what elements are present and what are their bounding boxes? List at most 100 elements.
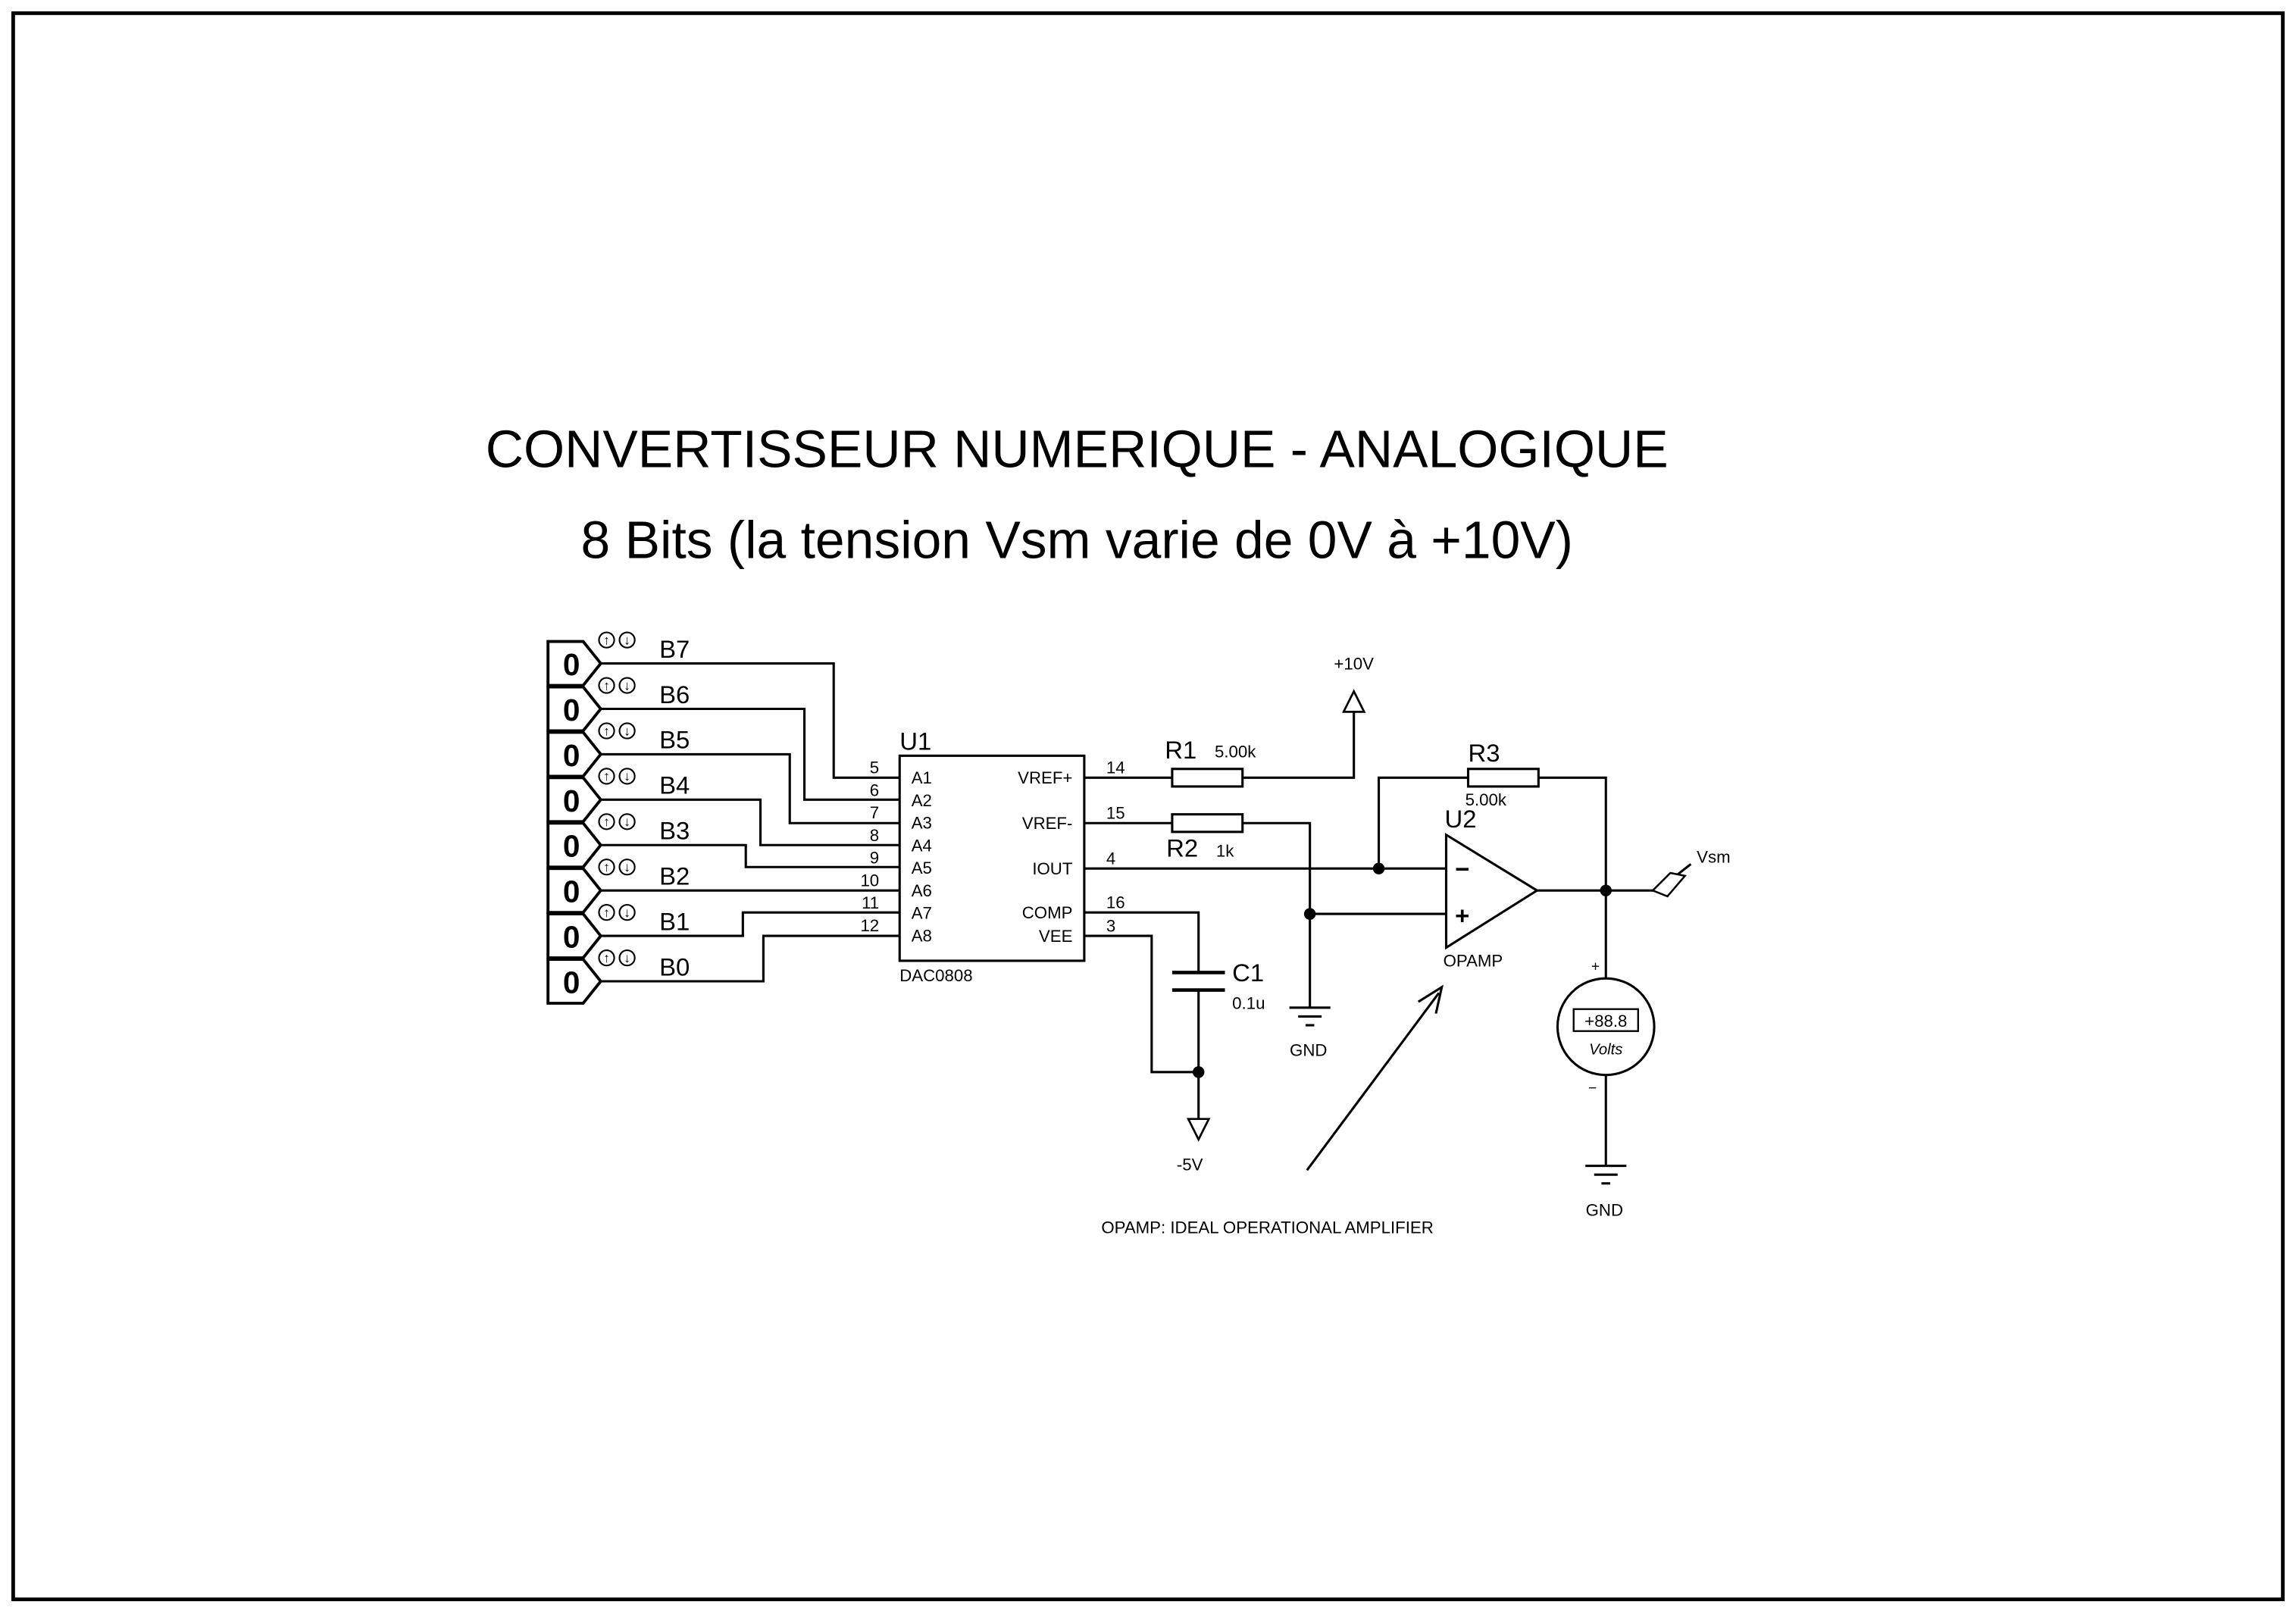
logic-input-b3[interactable]: 0↑↓B3 bbox=[546, 813, 690, 869]
wire-feedback-left bbox=[1378, 776, 1469, 869]
toggle-down-icon-ring[interactable] bbox=[618, 949, 636, 967]
toggle-down-icon-glyph: ↓ bbox=[624, 905, 630, 920]
toggle-down-icon[interactable]: ↓ bbox=[618, 859, 636, 876]
toggle-down-icon[interactable]: ↓ bbox=[618, 904, 636, 921]
u1-pin-name: A1 bbox=[912, 768, 932, 787]
u1-pin-name: COMP bbox=[1022, 903, 1073, 922]
title-line-2: 8 Bits (la tension Vsm varie de 0V à +10… bbox=[581, 510, 1573, 569]
logic-input-b6[interactable]: 0↑↓B6 bbox=[546, 677, 690, 733]
logic-input-b7[interactable]: 0 ↑↓ B7 bbox=[546, 631, 690, 687]
logic-input-value: 0 bbox=[563, 647, 580, 682]
toggle-up-icon[interactable]: ↑ bbox=[598, 722, 615, 740]
logic-input-value: 0 bbox=[563, 784, 580, 818]
toggle-up-icon-glyph: ↑ bbox=[603, 905, 610, 920]
toggle-up-icon-glyph: ↑ bbox=[603, 859, 610, 874]
vplus-label: +10V bbox=[1334, 654, 1374, 673]
toggle-up-icon-ring[interactable] bbox=[598, 677, 615, 694]
wire-r1-vplus bbox=[1242, 712, 1356, 779]
annotation: OPAMP: IDEAL OPERATIONAL AMPLIFIER bbox=[1101, 984, 1444, 1237]
junction-vee bbox=[1192, 1066, 1205, 1078]
wire-b0 bbox=[600, 934, 900, 983]
logic-input-label: B6 bbox=[659, 680, 690, 708]
toggle-up-icon[interactable]: ↑ bbox=[598, 677, 615, 694]
u1-pin-number: 16 bbox=[1106, 893, 1125, 912]
toggle-down-icon[interactable]: ↓ bbox=[618, 813, 636, 830]
logic-input-body[interactable] bbox=[546, 730, 603, 778]
logic-input-b1[interactable]: 0↑↓B1 bbox=[546, 904, 690, 960]
logic-input-body[interactable] bbox=[546, 685, 603, 733]
c1-ref: C1 bbox=[1232, 959, 1264, 987]
toggle-down-icon-ring[interactable] bbox=[618, 813, 636, 830]
u1-pin-number: 3 bbox=[1106, 916, 1115, 935]
toggle-up-icon-ring[interactable] bbox=[598, 631, 615, 649]
sheet-border bbox=[11, 11, 2285, 1602]
u1-pin-number: 10 bbox=[860, 871, 879, 890]
opamp-symbol bbox=[1444, 832, 1540, 950]
voltmeter-readout: +88.8 bbox=[1584, 1012, 1627, 1031]
toggle-up-icon-ring[interactable] bbox=[598, 722, 615, 740]
u1-pin-name: VREF- bbox=[1022, 814, 1073, 833]
logic-input-b2[interactable]: 0↑↓B2 bbox=[546, 859, 690, 915]
capacitor-c1: C1 0.1u bbox=[1171, 959, 1265, 1013]
logic-input-body[interactable] bbox=[546, 776, 603, 824]
probe-tail bbox=[1677, 863, 1692, 876]
u1-pin-name: A7 bbox=[912, 904, 932, 923]
voltmeter-plus: + bbox=[1591, 959, 1600, 974]
toggle-down-icon-ring[interactable] bbox=[618, 904, 636, 921]
toggle-up-icon-ring[interactable] bbox=[598, 949, 615, 967]
logic-input-body[interactable] bbox=[546, 640, 603, 687]
toggle-down-icon-ring[interactable] bbox=[618, 631, 636, 649]
toggle-down-icon[interactable]: ↓ bbox=[618, 677, 636, 694]
toggle-up-icon-glyph: ↑ bbox=[603, 723, 610, 738]
logic-input-body[interactable] bbox=[546, 958, 603, 1005]
toggle-up-icon[interactable]: ↑ bbox=[598, 904, 615, 921]
toggle-down-icon-ring[interactable] bbox=[618, 859, 636, 876]
ground-2: GND bbox=[1585, 1165, 1627, 1219]
u1-pin-number: 7 bbox=[870, 803, 879, 822]
gnd1-label: GND bbox=[1290, 1041, 1327, 1060]
toggle-up-icon-ring[interactable] bbox=[598, 768, 615, 785]
toggle-down-icon[interactable]: ↓ bbox=[618, 631, 636, 649]
toggle-down-icon-ring[interactable] bbox=[618, 768, 636, 785]
gnd2-label: GND bbox=[1586, 1200, 1623, 1219]
toggle-up-icon[interactable]: ↑ bbox=[598, 768, 615, 785]
logic-input-label: B1 bbox=[659, 907, 690, 935]
toggle-up-icon[interactable]: ↑ bbox=[598, 859, 615, 876]
logic-input-value: 0 bbox=[563, 965, 580, 999]
logic-input-label: B7 bbox=[659, 635, 690, 663]
probe-arrow-icon bbox=[1650, 871, 1688, 898]
u1-pin-number: 14 bbox=[1106, 759, 1125, 777]
logic-input-body[interactable] bbox=[546, 821, 603, 869]
toggle-up-icon[interactable]: ↑ bbox=[598, 813, 615, 830]
logic-input-body[interactable] bbox=[546, 867, 603, 915]
logic-input-b4[interactable]: 0↑↓B4 bbox=[546, 768, 690, 824]
logic-input-b0[interactable]: 0↑↓B0 bbox=[546, 949, 690, 1005]
power-minus5v: -5V bbox=[1177, 1118, 1211, 1174]
toggle-down-icon[interactable]: ↓ bbox=[618, 949, 636, 967]
logic-input-body[interactable] bbox=[546, 912, 603, 960]
u1-pin-number: 12 bbox=[860, 916, 879, 935]
logic-input-b5[interactable]: 0↑↓B5 bbox=[546, 722, 690, 778]
toggle-up-icon[interactable]: ↑ bbox=[598, 949, 615, 967]
toggle-up-icon[interactable]: ↑ bbox=[598, 631, 615, 649]
toggle-down-icon[interactable]: ↓ bbox=[618, 768, 636, 785]
u1-pin-number: 6 bbox=[870, 780, 879, 799]
annotation-arrow-head bbox=[1417, 984, 1444, 1014]
toggle-down-icon-ring[interactable] bbox=[618, 677, 636, 694]
toggle-down-icon[interactable]: ↓ bbox=[618, 722, 636, 740]
toggle-up-icon-glyph: ↑ bbox=[603, 677, 610, 693]
toggle-up-icon-ring[interactable] bbox=[598, 813, 615, 830]
wire-b7 bbox=[600, 662, 900, 779]
wire-comp bbox=[1084, 911, 1200, 973]
toggle-up-icon-glyph: ↑ bbox=[603, 814, 610, 829]
title-line-1: CONVERTISSEUR NUMERIQUE - ANALOGIQUE bbox=[486, 420, 1669, 479]
toggle-up-icon-ring[interactable] bbox=[598, 859, 615, 876]
toggle-down-icon-glyph: ↓ bbox=[624, 950, 630, 965]
wire-vee bbox=[1084, 934, 1199, 1074]
toggle-up-icon-ring[interactable] bbox=[598, 904, 615, 921]
toggle-down-icon-ring[interactable] bbox=[618, 722, 636, 740]
voltmeter-display bbox=[1572, 1008, 1639, 1032]
r1-ref: R1 bbox=[1165, 736, 1196, 764]
r2-body bbox=[1171, 813, 1244, 834]
